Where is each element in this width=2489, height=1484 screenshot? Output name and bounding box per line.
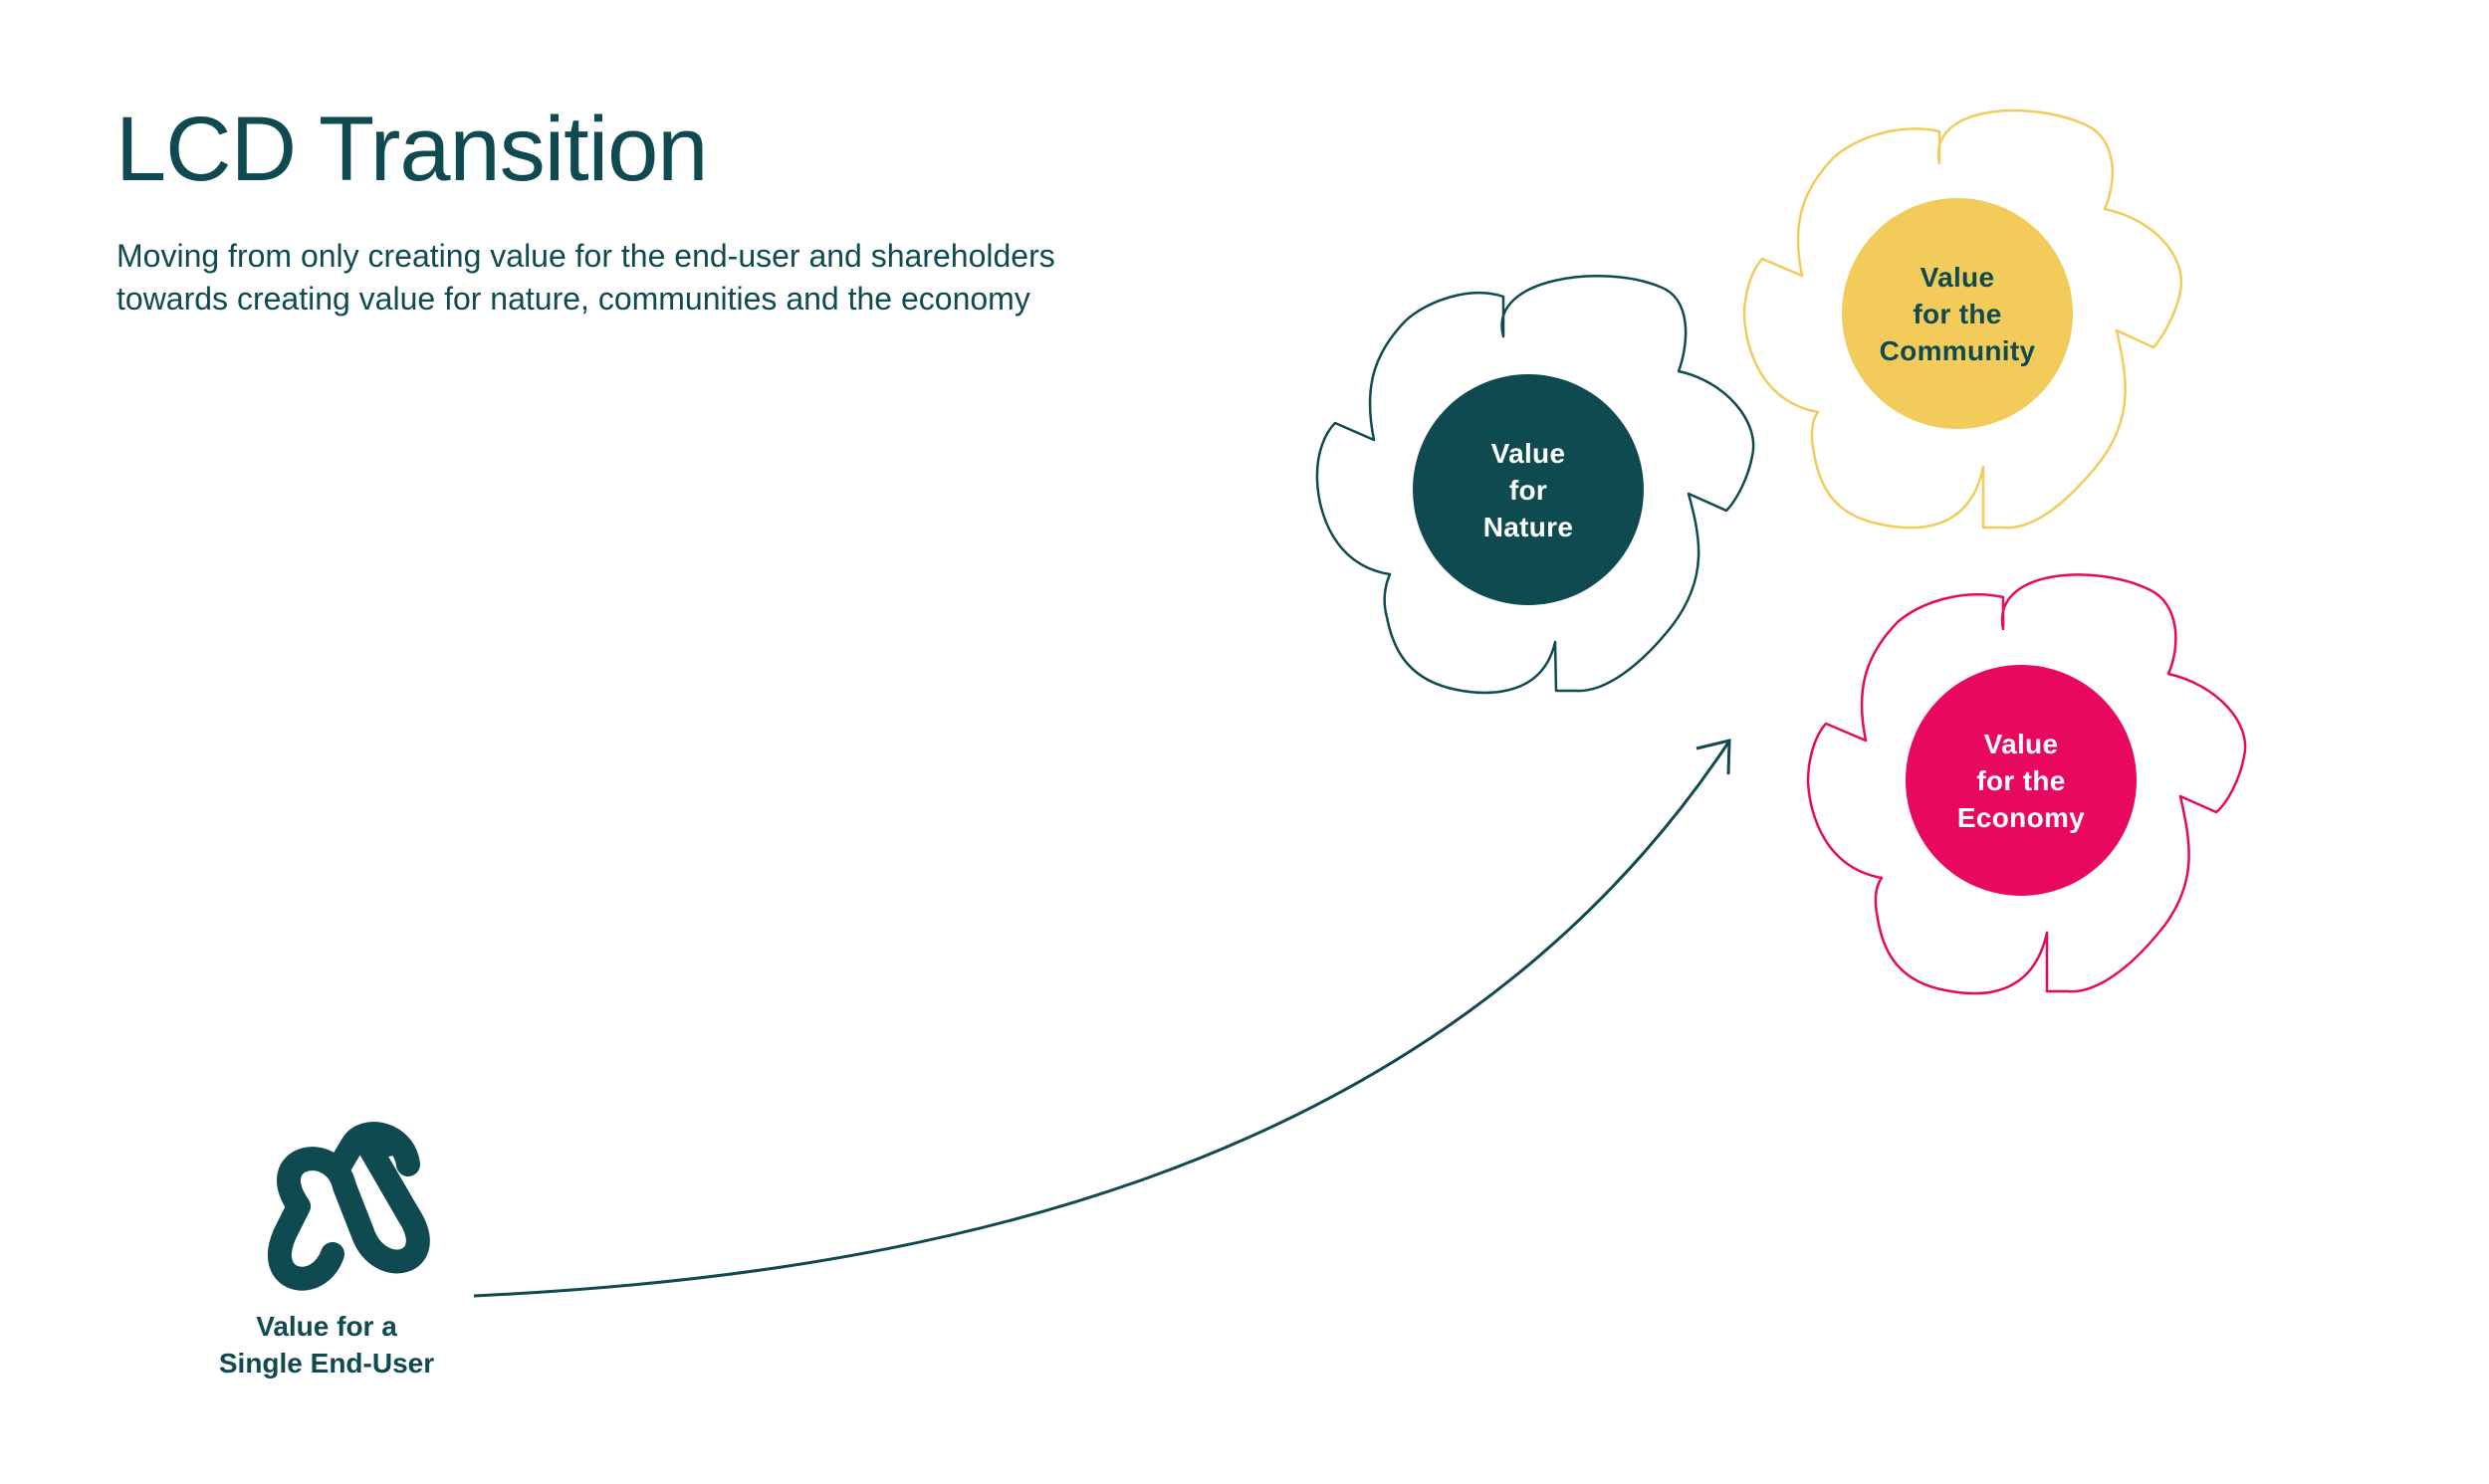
nature-flower-outline	[1315, 275, 1755, 695]
nature-label-line-1: Value	[1490, 437, 1566, 469]
economy-label-line-3: Economy	[1956, 801, 2086, 833]
double-loop-icon	[268, 1122, 430, 1291]
economy-label-line-2: for the	[1976, 764, 2066, 796]
community-value-label: Value for the Community	[1842, 198, 2073, 429]
nature-value-circle	[1413, 374, 1644, 605]
single-end-user-label: Value for a Single End-User	[177, 1308, 476, 1381]
subtitle-line-1: Moving from only creating value for the …	[116, 238, 1055, 274]
economy-value-label: Value for the Economy	[1906, 665, 2137, 896]
community-label-line-2: for the	[1913, 298, 2002, 329]
end-user-label-line-1: Value for a	[256, 1311, 397, 1342]
page-subtitle: Moving from only creating value for the …	[116, 235, 1055, 320]
economy-value-circle	[1906, 665, 2137, 896]
transition-arrowhead	[1696, 739, 1731, 775]
nature-label-line-3: Nature	[1482, 511, 1574, 542]
community-label-line-1: Value	[1920, 261, 1995, 293]
community-flower-outline	[1742, 108, 2183, 530]
economy-flower-outline	[1806, 573, 2247, 995]
economy-label-line-1: Value	[1983, 728, 2059, 759]
community-label-line-3: Community	[1879, 334, 2036, 366]
end-user-label-line-2: Single End-User	[218, 1348, 435, 1378]
page-title: LCD Transition	[115, 99, 708, 200]
nature-value-label: Value for Nature	[1413, 374, 1644, 605]
transition-arrow	[473, 742, 1730, 1298]
subtitle-line-2: towards creating value for nature, commu…	[116, 281, 1030, 317]
nature-label-line-2: for	[1508, 474, 1548, 506]
community-value-circle	[1842, 198, 2073, 429]
